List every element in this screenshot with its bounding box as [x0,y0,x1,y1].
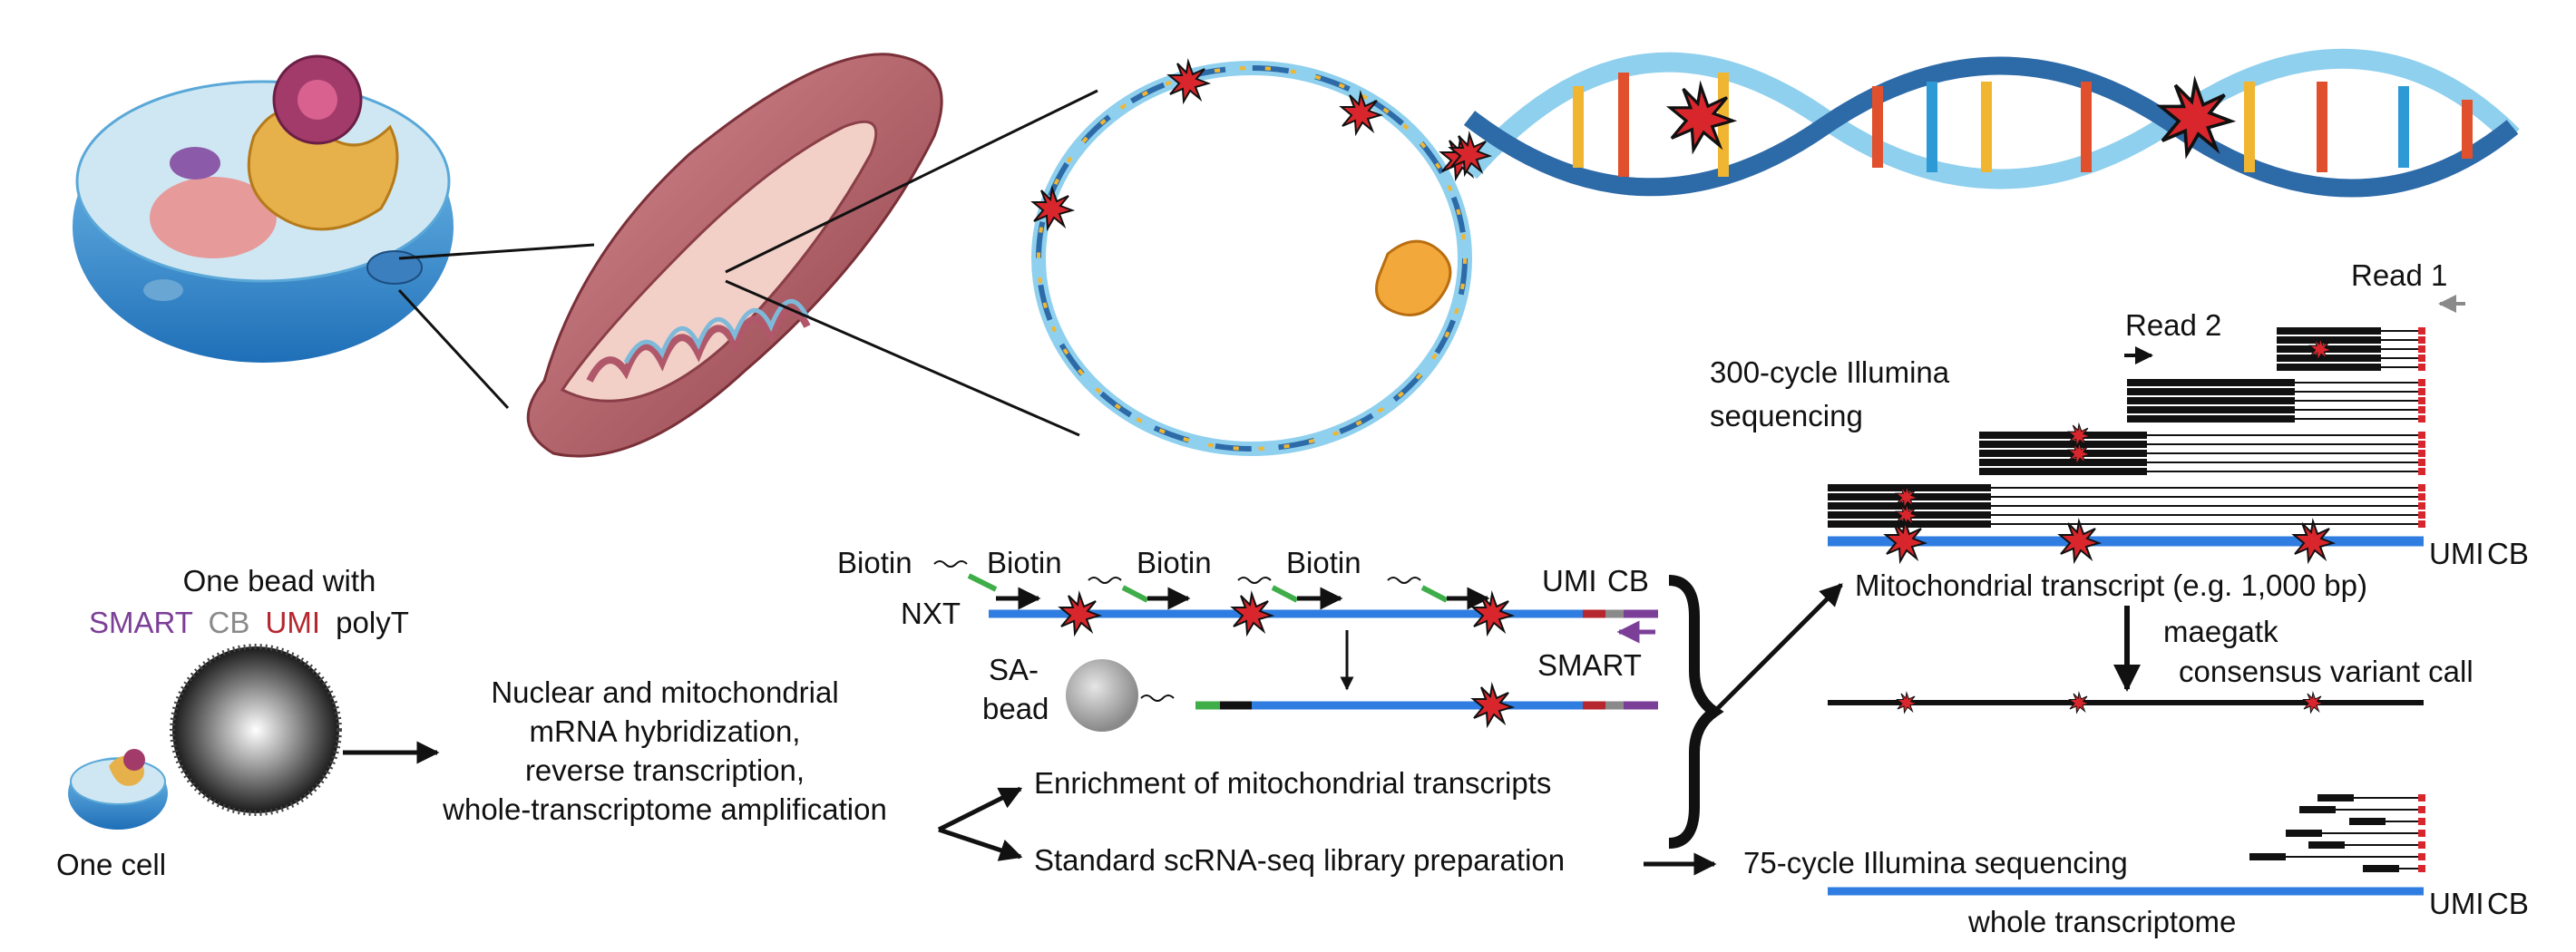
read-barcode-11 [2418,432,2425,439]
zoom-line-top [398,243,595,260]
mito-transcript-label: Mitochondrial transcript (e.g. 1,000 bp) [1855,568,2367,602]
read-barcode-8 [2418,397,2425,404]
hyb-line4: whole-transcriptome amplification [442,792,887,826]
cb-label-top: CB [1607,564,1649,597]
read-barcode-7 [2418,388,2425,395]
short-read-barcode-5 [2418,841,2425,849]
zoom-line-mito-bottom [725,279,1080,437]
svg-text:SMART CB UMI: SMART CB UMI polyT [89,606,409,639]
short-read-barcode-4 [2418,830,2425,837]
read-barcode-19 [2418,511,2425,519]
seq300-line1: 300-cycle Illumina [1710,355,1950,389]
cb-label-bottom: CB [2487,887,2529,920]
mitochondrion-illustration [526,53,943,458]
seq75-label: 75-cycle Illumina sequencing [1743,846,2128,879]
hyb-line3: reverse transcription, [525,753,805,787]
double-helix-icon [1461,48,2520,189]
nxt-label: NXT [901,597,961,630]
short-read-barcode-7 [2418,865,2425,872]
merge-brace [1668,575,1724,849]
smart-label: SMART [1537,648,1642,682]
arrow-to-standard [938,827,1023,861]
biotin-label-1: Biotin [837,546,912,579]
read-barcode-1 [2418,327,2425,335]
cell-illustration [73,54,454,363]
read-barcode-9 [2418,406,2425,413]
short-read-barcode-3 [2418,818,2425,825]
read1-label: Read 1 [2351,258,2447,292]
bead-icon [172,646,339,813]
read-barcode-13 [2418,450,2425,457]
biotin-capture-schematic: Biotin Biotin Biotin Biotin NXT [837,546,1658,732]
read-barcode-3 [2418,345,2425,353]
one-cell-label: One cell [56,848,166,881]
umi-label-top: UMI [1542,564,1597,597]
read-barcode-15 [2418,468,2425,475]
read-barcode-2 [2418,336,2425,344]
short-read-barcode-2 [2418,806,2425,813]
read-barcode-20 [2418,520,2425,528]
cb-label-right: CB [2487,537,2529,570]
biotin-label-2: Biotin [987,546,1062,579]
read-barcode-12 [2418,441,2425,448]
read-barcode-4 [2418,355,2425,362]
sa-bead-icon [1066,659,1138,732]
read-stack-75: 75-cycle Illumina sequencing whole trans… [1743,794,2529,938]
bead-smart-text: SMART [89,606,193,639]
read-stack-300: Read 1 Read 2 300-cycle Illumina sequenc… [1710,258,2529,714]
read-barcode-17 [2418,493,2425,500]
biotin-label-3: Biotin [1137,546,1212,579]
bead-cb-text: CB [208,606,249,639]
read-barcode-18 [2418,502,2425,510]
standard-label: Standard scRNA-seq library preparation [1034,843,1565,877]
sa-bead-label-1: SA- [989,653,1039,686]
whole-transcriptome-label: whole transcriptome [1967,905,2236,938]
barcoded-bead [170,644,342,816]
bead-description: One bead with SMART CB UMI polyT [89,564,409,639]
nucleus-icon [150,177,277,258]
small-cell [68,749,168,830]
arrow-to-enrichment [937,786,1023,832]
sa-bead-label-2: bead [982,692,1049,725]
consensus-label: consensus variant call [2179,655,2474,688]
read-barcode-14 [2418,459,2425,466]
biotin-label-4: Biotin [1286,546,1361,579]
circular-mtdna [1031,61,1481,456]
bead-line1-text: One bead with [183,564,376,597]
read-barcode-10 [2418,415,2425,423]
zoom-line-bottom [397,288,510,410]
bead-umi-text: UMI [266,606,321,639]
read-barcode-16 [2418,484,2425,491]
polymerase-icon [1375,239,1452,316]
maegatk-label: maegatk [2163,615,2278,648]
short-read-barcode-6 [2418,853,2425,860]
zoom-line-mito-top [725,89,1098,274]
double-helix [1449,48,2520,198]
hybridization-text: Nuclear and mitochondrial mRNA hybridiza… [442,675,887,826]
read2-label: Read 2 [2125,308,2221,342]
enrichment-label: Enrichment of mitochondrial transcripts [1034,766,1551,800]
umi-label-bottom: UMI [2429,887,2484,920]
umi-label-right: UMI [2429,537,2484,570]
seq300-line2: sequencing [1710,399,1863,432]
short-read-barcode-1 [2418,794,2425,801]
hyb-line1: Nuclear and mitochondrial [491,675,838,709]
arrow-to-mito-transcript [1712,583,1843,714]
read-barcode-5 [2418,364,2425,371]
bead-polyt-text: polyT [336,606,409,639]
hyb-line2: mRNA hybridization, [530,714,801,748]
read-barcode-6 [2418,379,2425,386]
